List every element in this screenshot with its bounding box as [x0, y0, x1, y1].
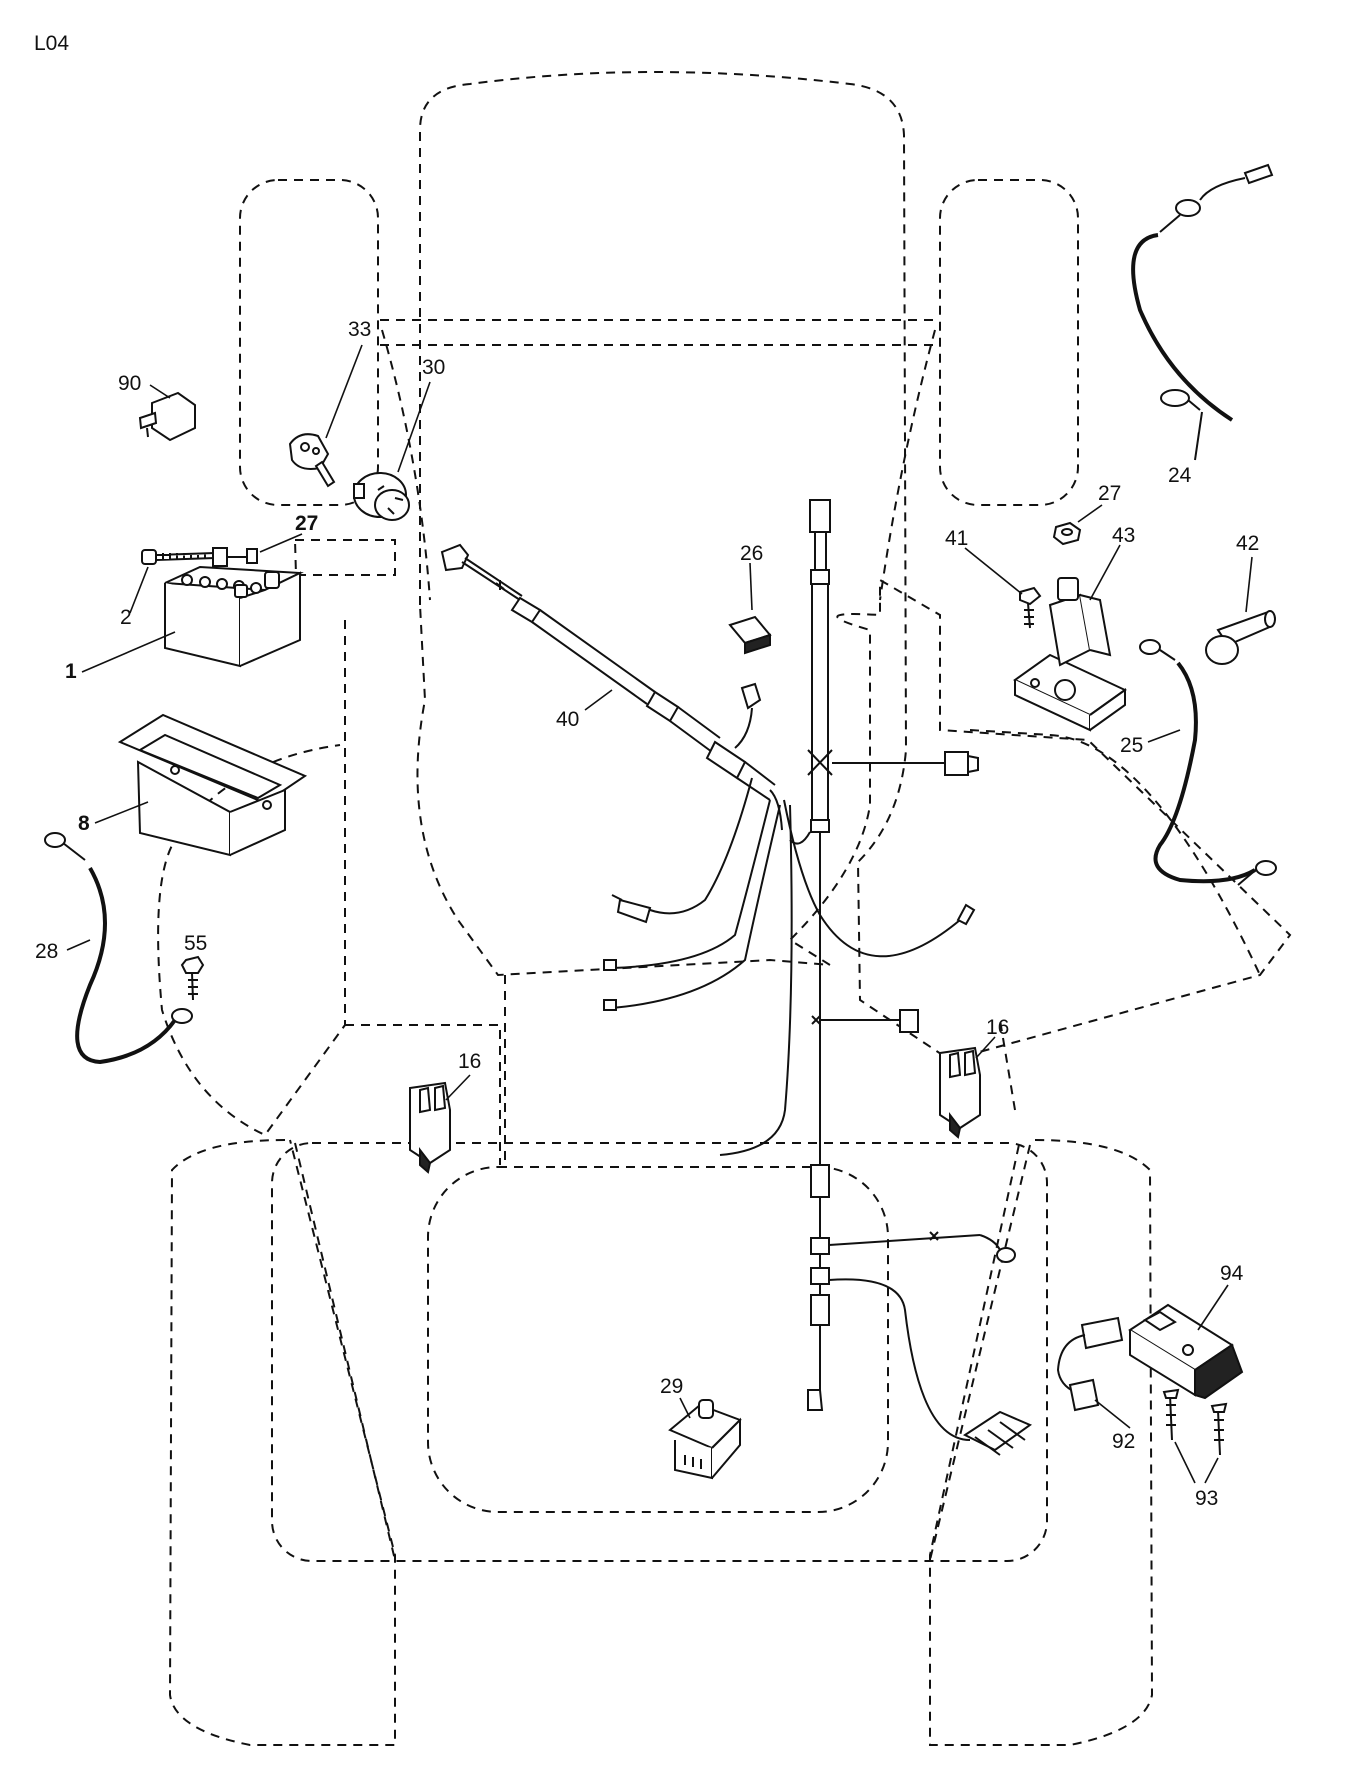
callout-27a: 27 [295, 512, 318, 535]
callout-8: 8 [78, 812, 90, 835]
leader-33 [325, 344, 363, 439]
callout-2: 2 [120, 606, 132, 629]
deck-outline [157, 620, 506, 1165]
tractor-outline [157, 71, 1292, 1746]
callout-27b: 27 [1098, 482, 1121, 505]
part-27-nut-battery [227, 548, 258, 564]
rear-wheel-right [929, 1139, 1154, 1746]
callout-94: 94 [1220, 1262, 1244, 1285]
rear-body-outline [271, 1142, 1048, 1562]
part-33-ignition-key [288, 433, 336, 488]
callout-40: 40 [556, 708, 579, 731]
callout-55: 55 [184, 932, 207, 955]
battery-tray-outline [293, 539, 396, 576]
part-55-bolt [180, 955, 205, 1001]
fender-link-lines [294, 1142, 1031, 1561]
leader-42 [1245, 556, 1253, 613]
callout-43: 43 [1112, 524, 1135, 547]
main-harness-vertical [789, 499, 1016, 1441]
part-28-ground-cable [44, 832, 193, 1065]
callout-26: 26 [740, 542, 763, 565]
leader-16b [975, 1036, 996, 1059]
part-16-switch-right [939, 1046, 981, 1139]
leader-28 [66, 939, 91, 951]
steering-link [381, 329, 936, 601]
leader-93a [1174, 1441, 1196, 1484]
leader-29 [679, 1397, 691, 1419]
leader-43 [1089, 544, 1121, 601]
page-code: L04 [34, 32, 69, 55]
part-26-fuse [728, 615, 772, 655]
leader-1 [81, 631, 176, 673]
leader-93b [1204, 1457, 1219, 1484]
leader-8 [94, 801, 149, 824]
part-42-terminal-boot [1205, 610, 1276, 665]
rear-wheel-left [168, 1139, 396, 1746]
callout-30: 30 [422, 356, 445, 379]
hood-outline [416, 71, 1292, 1062]
callout-16a: 16 [458, 1050, 481, 1073]
callout-24: 24 [1168, 464, 1192, 487]
part-94-module [1128, 1303, 1244, 1400]
front-wheel-right [939, 179, 1079, 506]
part-30-ignition-switch [353, 472, 410, 521]
part-1-battery [164, 565, 304, 668]
callout-92: 92 [1112, 1430, 1135, 1453]
front-wheel-left [239, 179, 379, 506]
callout-1: 1 [65, 660, 77, 683]
leader-92 [1094, 1399, 1131, 1429]
part-93-screws [1162, 1388, 1228, 1456]
leader-30 [397, 381, 431, 473]
callout-29: 29 [660, 1375, 683, 1398]
part-92-harness [1056, 1316, 1124, 1412]
callout-90: 90 [118, 372, 141, 395]
part-8-battery-tray [117, 713, 308, 857]
part-24-cable [1131, 163, 1274, 461]
seat-switch-connector [962, 1410, 1033, 1456]
leader-90 [149, 384, 171, 399]
part-40-wiring-harness [440, 543, 976, 1156]
leader-94 [1197, 1284, 1229, 1331]
leader-41 [964, 547, 1023, 595]
callout-93: 93 [1195, 1487, 1218, 1510]
leader-27b [1077, 504, 1103, 523]
leader-40 [584, 689, 613, 711]
callout-33: 33 [348, 318, 371, 341]
callout-25: 25 [1120, 734, 1143, 757]
leader-25 [1147, 729, 1181, 743]
leader-27a [259, 533, 303, 553]
part-90-connector [138, 391, 196, 442]
part-41-bolt [1019, 586, 1042, 629]
part-29-switch [668, 1399, 742, 1480]
part-25-cable [1139, 639, 1277, 886]
callout-28: 28 [35, 940, 58, 963]
part-2-bolt [141, 547, 228, 567]
front-axle [380, 319, 940, 346]
part-43-solenoid [1013, 577, 1127, 732]
leader-2 [129, 566, 149, 614]
part-16-switch-left [409, 1081, 451, 1174]
leader-16a [445, 1074, 471, 1101]
callout-42: 42 [1236, 532, 1259, 555]
right-fender-outline [969, 729, 1261, 1111]
seat-outline [427, 1166, 889, 1513]
leader-26 [749, 562, 753, 611]
callout-41: 41 [945, 527, 968, 550]
callout-16b: 16 [986, 1016, 1009, 1039]
part-27-nut-solenoid [1052, 521, 1082, 546]
